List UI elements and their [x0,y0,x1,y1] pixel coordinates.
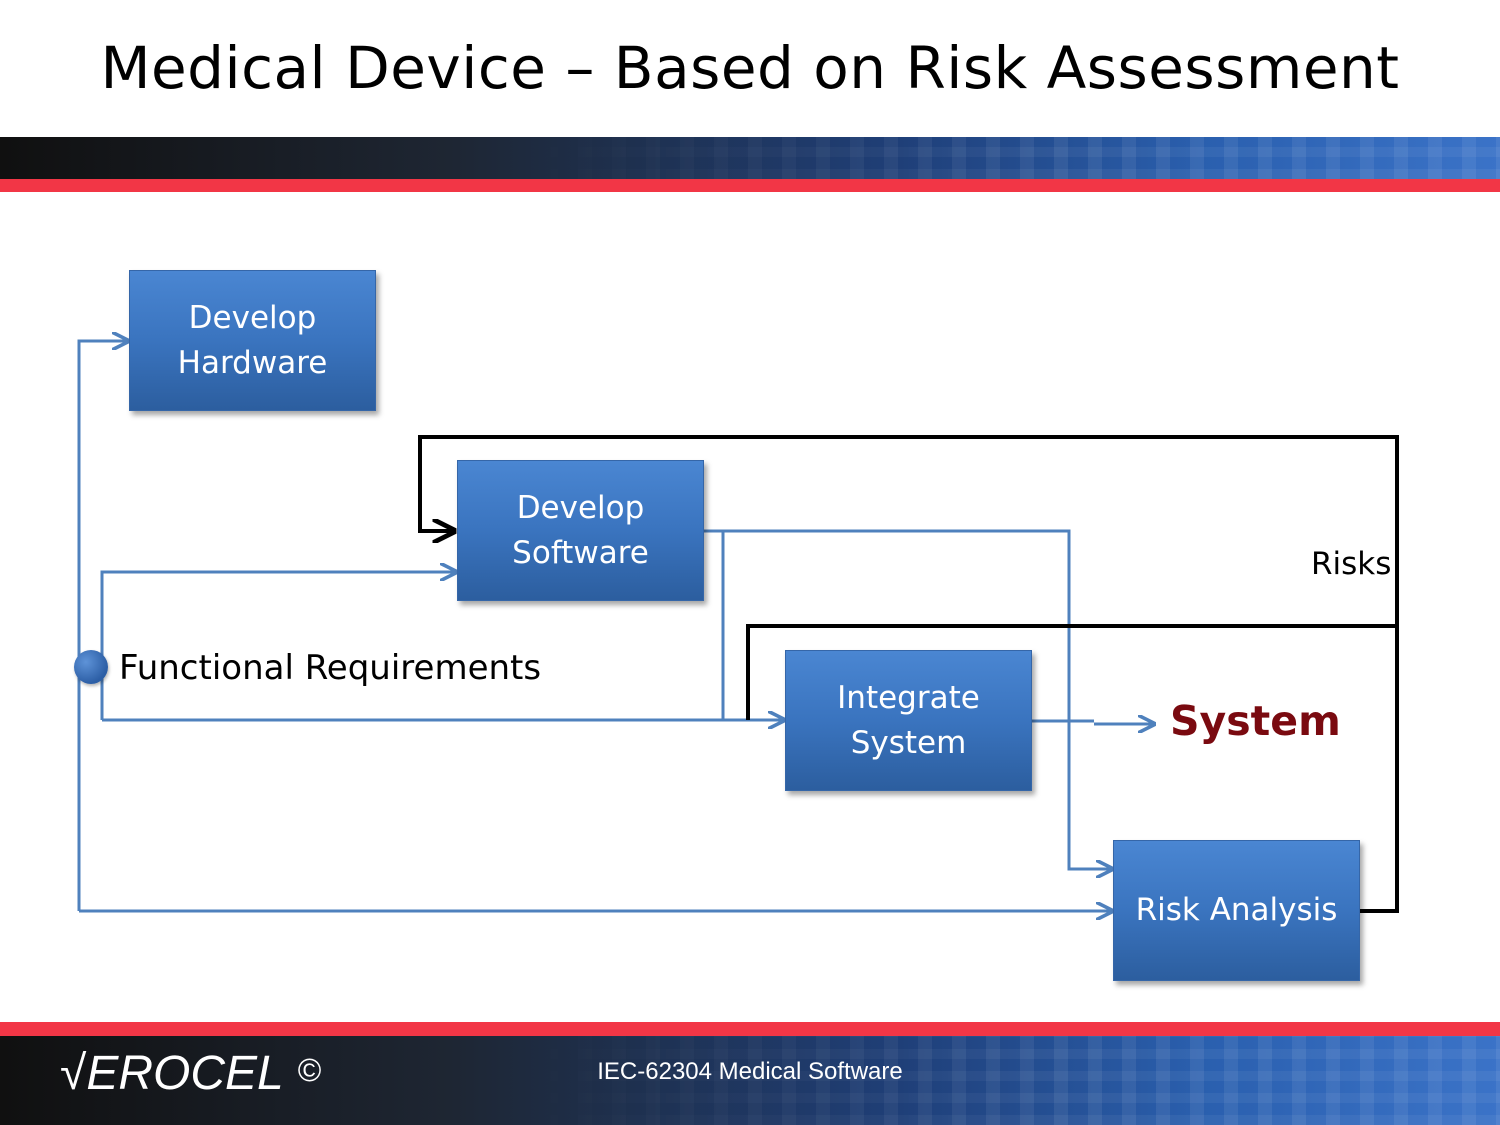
integrate-system-line2: System [850,724,967,761]
develop-software-box: Develop Software [457,460,704,601]
develop-software-line1: Develop [516,489,645,526]
develop-hardware-line1: Develop [188,299,317,336]
arrow-to-hardware [77,341,128,911]
header-red-stripe [0,179,1500,192]
risk-analysis-line1: Risk Analysis [1135,892,1338,928]
functional-requirements-label: Functional Requirements [119,648,542,688]
copyright-symbol: © [297,1052,322,1088]
footer-band [0,1036,1500,1125]
risks-label: Risks [1311,546,1392,582]
verocel-logo: √EROCEL © [60,1046,321,1101]
slide-title: Medical Device – Based on Risk Assessmen… [100,34,1400,102]
software-to-risk-analysis [704,529,1112,869]
integrate-system-line1: Integrate [837,679,980,716]
header-band [0,137,1500,179]
system-output-label: System [1170,697,1341,745]
risks-feedback-to-software [418,435,1399,913]
develop-hardware-box: Develop Hardware [129,270,376,411]
risk-analysis-box: Risk Analysis [1113,840,1360,981]
software-to-integrate [704,529,725,720]
functional-requirements-node [74,650,108,684]
footer-caption: IEC-62304 Medical Software [597,1058,903,1085]
develop-software-line2: Software [512,534,649,571]
integrate-system-box: Integrate System [785,650,1032,791]
arrow-to-software [100,572,456,720]
footer-red-stripe [0,1022,1500,1036]
develop-hardware-line2: Hardware [177,344,328,381]
logo-text: √EROCEL [60,1047,284,1100]
risks-feedback-to-integrate [746,624,1397,720]
